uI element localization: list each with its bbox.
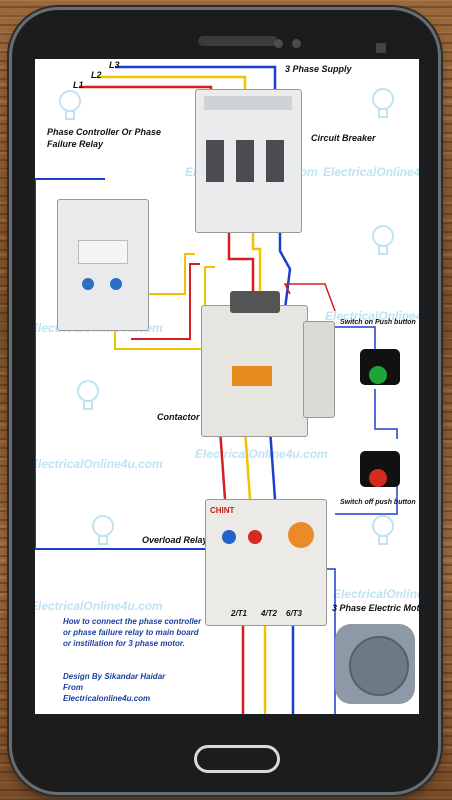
description-line: or phase failure relay to main board [63,628,199,637]
three-phase-motor [335,624,415,704]
watermark-text: ElectricalOnline4u.com [323,165,419,179]
terminal-label: 4/T2 [261,609,278,618]
contactor-coil-top [230,291,280,313]
contactor [201,305,308,437]
phase-label-l2: L2 [91,70,102,80]
phase-failure-relay [57,199,149,331]
brand-logo: CHINT [210,506,235,515]
contactor-label: Contactor [157,412,200,422]
motor-label: 3 Phase Electric Mot [332,603,419,613]
lightbulb-icon [372,225,394,255]
lightbulb-icon [77,380,99,410]
phase-relay-label: Phase Controller Or Phase [47,127,162,137]
description-line: or instillation for 3 phase motor. [63,639,185,648]
phase-label-l1: L1 [73,80,84,90]
home-button[interactable] [194,745,280,773]
terminal-label: 6/T3 [286,609,303,618]
circuit-breaker [195,89,302,233]
sensor-dot-icon [292,39,301,48]
phase-relay-label-2: Failure Relay [47,139,104,149]
watermark-text: ElectricalOnline4u.com [35,457,163,471]
overload-label: Overload Relay [142,535,208,545]
proximity-sensor-icon [376,43,386,53]
lightbulb-icon [372,515,394,545]
on-button-label: Switch on Push button [340,319,416,326]
description-line: How to connect the phase controller [63,617,202,626]
lightbulb-icon [372,88,394,118]
supply-label: 3 Phase Supply [285,64,352,74]
switch-on-push-button[interactable] [360,349,400,385]
front-camera-icon [274,39,283,48]
lightbulb-icon [59,90,81,120]
phase-label-l3: L3 [109,60,120,70]
credit-line: From [63,683,83,692]
diagram-screen[interactable]: ElectricalOnline4u.com ElectricalOnline4… [35,59,419,714]
switch-off-push-button[interactable] [360,451,400,487]
auxiliary-contact [303,321,335,418]
watermark-text: ElectricalOnline4u.com [195,447,328,461]
watermark-text: ElectricalOnline4u.com [35,599,163,613]
watermark-text: ElectricalOnline4u.com [325,309,419,323]
terminal-label: 2/T1 [231,609,248,618]
earpiece-speaker [198,36,278,46]
watermark-text: ElectricalOnline4u.com [333,587,419,601]
credit-website-link[interactable]: Electricalonline4u.com [63,694,151,703]
off-button-label: Switch off push button [340,499,416,506]
overload-relay: CHINT [205,499,327,626]
breaker-label: Circuit Breaker [311,133,376,143]
lightbulb-icon [92,515,114,545]
credit-line: Design By Sikandar Haidar [63,672,166,681]
